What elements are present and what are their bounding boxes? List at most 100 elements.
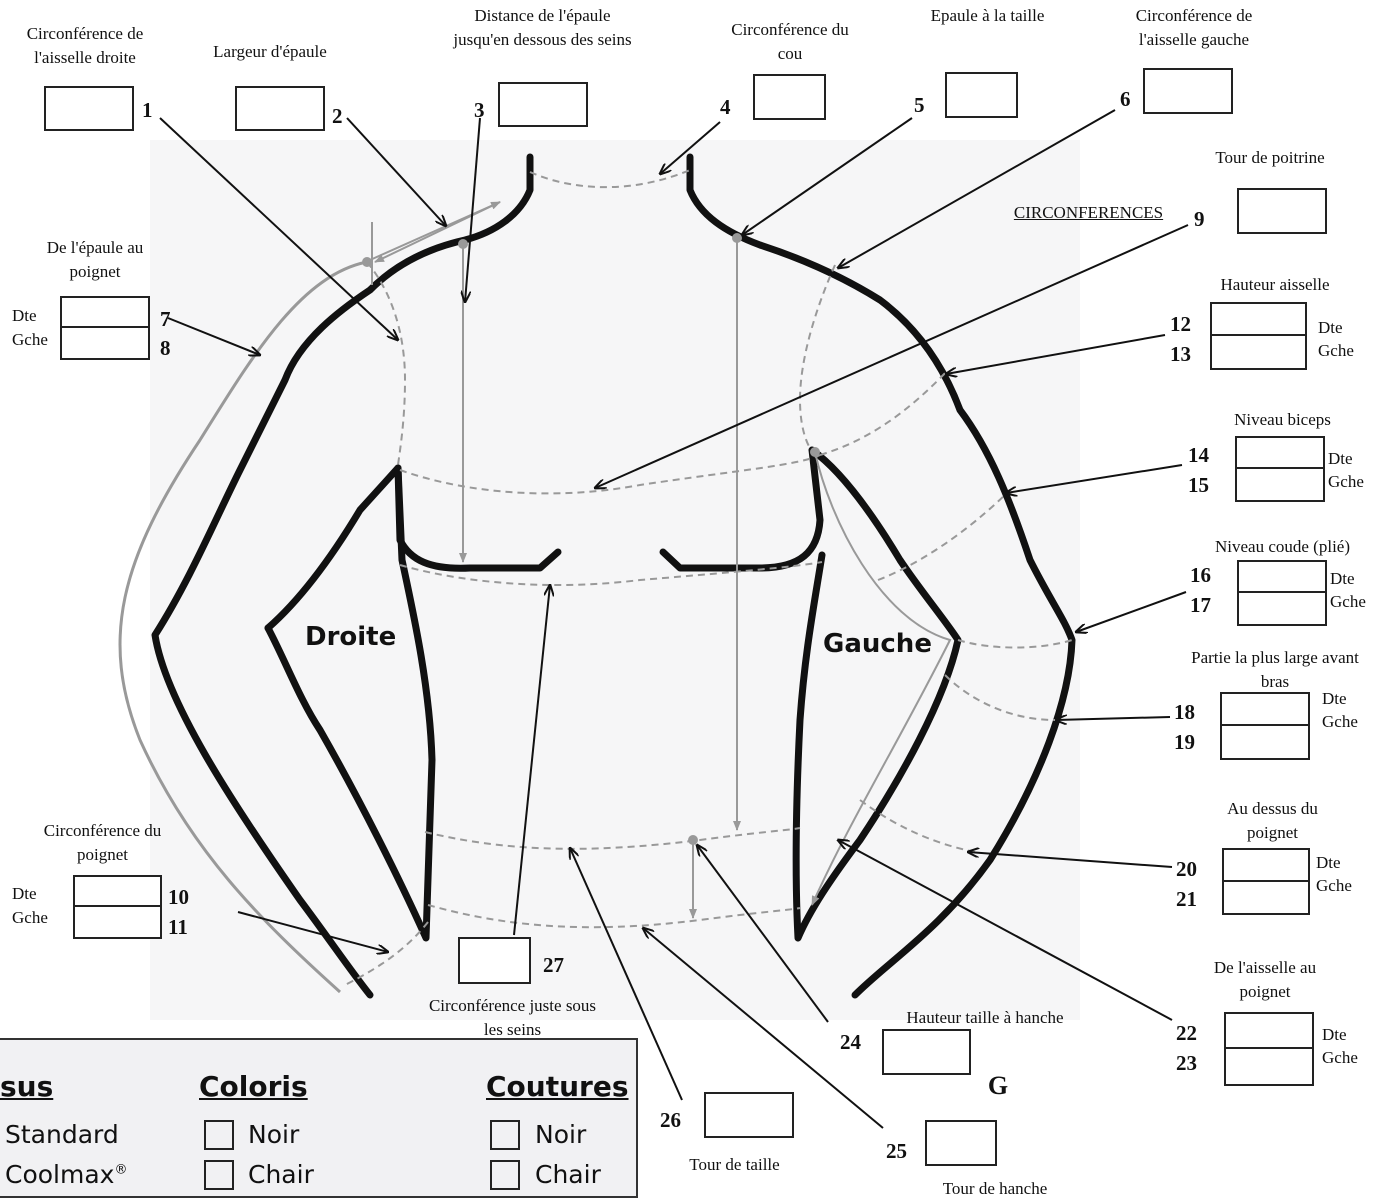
side-gche-8: Gche — [12, 330, 48, 349]
silhouette — [151, 153, 1076, 999]
input-box-18-19[interactable] — [1220, 692, 1310, 760]
input-box-5[interactable] — [945, 72, 1018, 118]
option-coloris-noir[interactable]: Noir — [248, 1120, 300, 1149]
number-12: 12 — [1170, 312, 1191, 336]
label-armpit-height: Hauteur aisselle — [1220, 275, 1330, 294]
number-13: 13 — [1170, 342, 1191, 366]
number-17: 17 — [1190, 593, 1211, 617]
number-24: 24 — [840, 1030, 861, 1054]
heading-tissus: sus — [0, 1070, 54, 1103]
input-box-24[interactable] — [882, 1029, 971, 1075]
number-21: 21 — [1176, 887, 1197, 911]
number-2: 2 — [332, 104, 343, 128]
input-box-4[interactable] — [753, 74, 826, 120]
label-biceps: Niveau biceps — [1234, 410, 1331, 429]
option-coutures-noir[interactable]: Noir — [535, 1120, 587, 1149]
input-box-6[interactable] — [1143, 68, 1233, 114]
input-box-14-15[interactable] — [1235, 436, 1325, 502]
options-panel: sus Standard Coolmax® Coloris Noir Chair… — [0, 1038, 638, 1198]
checkbox-coloris-chair[interactable] — [204, 1160, 234, 1190]
heading-coutures: Coutures — [486, 1070, 629, 1103]
label-under-bust: Circonférence juste sous les seins — [428, 996, 597, 1039]
input-box-1[interactable] — [44, 86, 134, 131]
label-right: Droite — [305, 622, 397, 652]
number-1: 1 — [142, 98, 153, 122]
number-20: 20 — [1176, 857, 1197, 881]
number-3: 3 — [474, 98, 485, 122]
side-gche-15: Gche — [1328, 472, 1364, 491]
number-15: 15 — [1188, 473, 1209, 497]
number-9: 9 — [1194, 207, 1205, 231]
number-23: 23 — [1176, 1051, 1197, 1075]
checkbox-coutures-chair[interactable] — [490, 1160, 520, 1190]
side-dte-22: Dte — [1322, 1025, 1347, 1044]
side-dte-7: Dte — [12, 306, 37, 325]
dashed-curves — [344, 169, 1073, 986]
number-16: 16 — [1190, 563, 1211, 587]
side-dte-12: Dte — [1318, 318, 1343, 337]
input-box-3[interactable] — [498, 82, 588, 127]
option-standard[interactable]: Standard — [5, 1120, 119, 1149]
label-waist: Tour de taille — [689, 1155, 780, 1174]
number-11: 11 — [168, 915, 188, 939]
label-armpit-left: Circonférence de l'aisselle gauche — [1135, 6, 1253, 49]
input-box-9[interactable] — [1237, 188, 1327, 234]
label-armpit-wrist: De l'aisselle au poignet — [1213, 958, 1317, 1001]
option-coutures-chair[interactable]: Chair — [535, 1160, 601, 1189]
registered-mark: ® — [114, 1162, 128, 1178]
input-box-22-23[interactable] — [1224, 1012, 1314, 1086]
pointer-arrows — [159, 109, 1189, 1129]
number-7: 7 — [160, 307, 171, 331]
side-gche-21: Gche — [1316, 876, 1352, 895]
side-gche-23: Gche — [1322, 1048, 1358, 1067]
input-box-27[interactable] — [458, 937, 531, 984]
number-26: 26 — [660, 1108, 681, 1132]
input-box-7-8[interactable] — [60, 296, 150, 360]
input-box-12-13[interactable] — [1210, 302, 1307, 370]
checkbox-coutures-noir[interactable] — [490, 1120, 520, 1150]
side-dte-14: Dte — [1328, 449, 1353, 468]
label-neck: Circonférence du cou — [731, 20, 849, 63]
label-shoulder-under-bust: Distance de l'épaule jusqu'en dessous de… — [453, 6, 632, 49]
label-shoulder-width: Largeur d'épaule — [213, 42, 327, 61]
option-coolmax[interactable]: Coolmax® — [5, 1160, 127, 1189]
label-forearm: Partie la plus large avant bras — [1191, 648, 1359, 691]
label-above-wrist: Au dessus du poignet — [1227, 799, 1318, 842]
side-gche-19: Gche — [1322, 712, 1358, 731]
label-left: Gauche — [823, 629, 932, 659]
number-6: 6 — [1120, 87, 1131, 111]
option-coloris-chair[interactable]: Chair — [248, 1160, 314, 1189]
label-shoulder-wrist: De l'épaule au poignet — [46, 238, 144, 281]
number-14: 14 — [1188, 443, 1209, 467]
input-box-25[interactable] — [925, 1120, 997, 1166]
input-box-16-17[interactable] — [1237, 560, 1327, 626]
side-gche-11: Gche — [12, 908, 48, 927]
label-waist-hip-height: Hauteur taille à hanche — [906, 1008, 1064, 1027]
number-22: 22 — [1176, 1021, 1197, 1045]
number-10: 10 — [168, 885, 189, 909]
side-dte-20: Dte — [1316, 853, 1341, 872]
label-elbow: Niveau coude (plié) — [1215, 537, 1350, 556]
label-shoulder-waist: Epaule à la taille — [930, 6, 1045, 25]
number-25: 25 — [886, 1139, 907, 1163]
label-hip: Tour de hanche — [942, 1179, 1048, 1198]
shoulder-wrist-guide — [118, 260, 368, 994]
input-box-10-11[interactable] — [73, 875, 162, 939]
number-4: 4 — [720, 95, 731, 119]
input-box-2[interactable] — [235, 86, 325, 131]
input-box-20-21[interactable] — [1222, 848, 1310, 915]
side-gche-17: Gche — [1330, 592, 1366, 611]
checkbox-coloris-noir[interactable] — [204, 1120, 234, 1150]
side-gche-13: Gche — [1318, 341, 1354, 360]
number-18: 18 — [1174, 700, 1195, 724]
diagram-background — [150, 140, 1080, 1020]
number-5: 5 — [914, 93, 925, 117]
label-circumferences: CIRCONFERENCES — [1013, 203, 1164, 222]
label-armpit-right: Circonférence de l'aisselle droite — [26, 24, 144, 67]
label-g: G — [987, 1071, 1009, 1100]
number-27: 27 — [543, 953, 564, 977]
number-8: 8 — [160, 336, 171, 360]
input-box-26[interactable] — [704, 1092, 794, 1138]
guide-lines — [369, 201, 952, 919]
